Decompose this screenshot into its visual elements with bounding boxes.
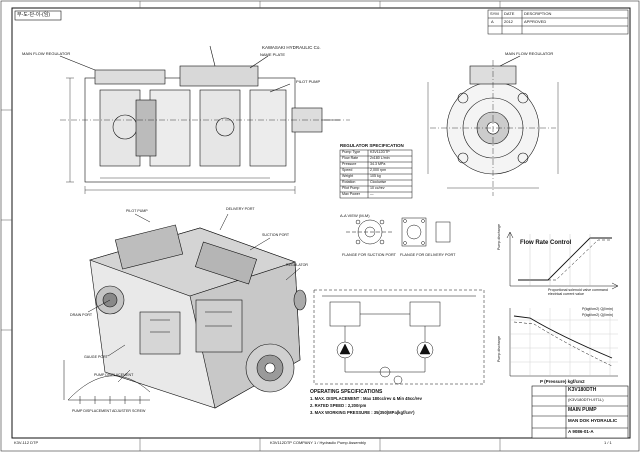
rev-header-date: DATE xyxy=(504,11,515,16)
spec-row-5-key: Rotation xyxy=(342,180,356,184)
adjuster-scale xyxy=(63,360,151,404)
spec-row-0-val: K3V112DTP xyxy=(370,150,390,154)
label-company: KAWASAKI HYDRAULIC Co. xyxy=(262,45,321,50)
pq-legend-a: P(kgf/cm2) Q(l/min) xyxy=(582,307,614,311)
pq-legend-b: P(kgf/cm2) Q(l/min) xyxy=(582,313,614,317)
label-flange-suction: FLANGE FOR SUCTION PORT xyxy=(342,253,396,257)
callout-gauge: GAUGE PORT xyxy=(84,355,108,359)
spec-table-title: REGULATOR SPECIFICATION xyxy=(340,143,404,148)
spec-row-1-key: Flow Rate xyxy=(342,156,359,160)
title-model: (K3V180DTH-9T1L) xyxy=(568,397,604,402)
inner-border xyxy=(11,7,631,439)
pq-curve-b xyxy=(513,321,613,367)
footer-left: K3V-112 DTP xyxy=(14,440,39,445)
stamp-box xyxy=(14,10,62,21)
spec-row-7-key: Max Power xyxy=(342,192,360,196)
rev-header-desc: DESCRIPTION xyxy=(524,11,552,16)
pq-xlabel: P (Pressure) kgf/cm2 xyxy=(540,379,585,384)
flow-chart-title: Flow Rate Control xyxy=(520,240,572,246)
spec-row-4-key: Weight xyxy=(342,174,354,178)
callout-pilot-pump: PILOT PUMP xyxy=(126,209,148,213)
stamp-text: 부-도-단-이-(임) xyxy=(17,12,50,18)
rev-row-date: 2012 xyxy=(504,19,513,24)
spec-row-6-val: 10 cc/rev xyxy=(370,186,385,190)
footer-right: 1 / 1 xyxy=(604,440,612,445)
spec-row-4-val: 105 kg xyxy=(370,174,381,178)
label-name-plate: NAME PLATE xyxy=(260,52,286,57)
spec-row-6-key: Pilot Pump xyxy=(342,186,360,190)
callout-drain: DRAIN PORT xyxy=(70,313,93,317)
label-main-flow-regulator: MAIN FLOW REGULATOR xyxy=(22,51,71,56)
flow-chart-xlabel: Proportional solenoid valve command elec… xyxy=(548,288,608,296)
pq-curve-a xyxy=(513,315,613,359)
title-company: MAN DOK HYDRAULIC xyxy=(568,418,618,423)
pq-ylabel: Pump discharge xyxy=(497,336,501,362)
rev-header-sym: SYM xyxy=(490,11,499,16)
callout-delivery: DELIVERY PORT xyxy=(226,207,255,211)
operating-specs-line3: 3. MAX WORKING PRESSURE : 35(350)MPa(kgf… xyxy=(310,410,415,415)
flow-chart xyxy=(506,231,619,290)
label-view: A-A VIEW (M-M) xyxy=(340,213,370,218)
callout-regulator: REGULATOR xyxy=(286,263,309,267)
side-view-drawing xyxy=(427,55,559,196)
spec-row-7-val: — xyxy=(370,192,374,196)
operating-specs-heading: OPERATING SPECIFICATIONS xyxy=(310,389,383,395)
revision-block xyxy=(487,9,629,35)
rev-row-desc: APPROVED xyxy=(524,19,547,24)
spec-table-grid xyxy=(339,149,413,199)
spec-row-3-key: Speed xyxy=(342,168,353,172)
title-code: A 9086-01-A xyxy=(568,429,594,434)
title-name: MAIN PUMP xyxy=(568,407,597,413)
spec-row-3-val: 2,000 rpm xyxy=(370,168,387,172)
flow-chart-ylabel: Pump discharge xyxy=(497,224,501,250)
spec-row-2-key: Pressure xyxy=(342,162,357,166)
title-drawing-no: K3V180DTH xyxy=(568,387,597,393)
flow-line-b xyxy=(518,239,612,281)
label-pilot-pump: PILOT PUMP xyxy=(296,79,321,84)
front-view-drawing xyxy=(59,45,350,194)
callout-adjuster: PUMP DISPLACEMENT ADJUSTER SCREW xyxy=(72,409,146,413)
spec-row-1-val: 2x180 L/min xyxy=(370,156,390,160)
hydraulic-schematic xyxy=(313,289,485,385)
callout-displacement: PUMP DISPLACEMENT xyxy=(94,373,134,377)
title-block xyxy=(531,385,629,439)
spec-row-2-val: 34.3 MPa xyxy=(370,162,386,166)
operating-specs-line2: 2. RATED SPEED : 2,200rpm xyxy=(310,403,367,408)
label-flange-delivery: FLANGE FOR DELIVERY PORT xyxy=(400,253,456,257)
rev-row-sym: A xyxy=(491,19,494,24)
pq-chart xyxy=(509,308,618,377)
pump-perspective-drawing xyxy=(87,213,307,409)
label-regulator-right: MAIN FLOW REGULATOR xyxy=(505,51,554,56)
footer-center: K3V112DTP COMPANY 1 / Hydraulic Pump Ass… xyxy=(270,440,366,445)
operating-specs-line1: 1. MAX. DISPLACEMENT : Max 180cc/rev & M… xyxy=(310,396,422,401)
callout-suction: SUCTION PORT xyxy=(262,233,290,237)
spec-row-0-key: Pump Type xyxy=(342,150,361,154)
spec-row-5-val: Clockwise xyxy=(370,180,387,184)
flange-drawings xyxy=(346,217,451,247)
zone-ticks xyxy=(1,1,501,451)
